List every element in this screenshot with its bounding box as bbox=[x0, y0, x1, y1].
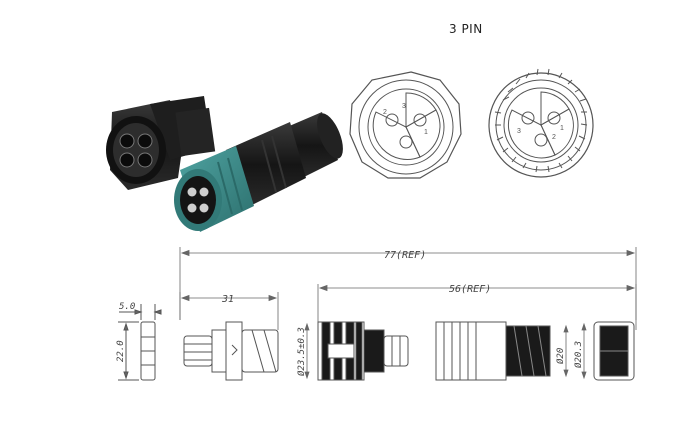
flange-nut-side-view bbox=[118, 304, 162, 381]
overall-length-label: 77(REF) bbox=[384, 250, 426, 261]
cable-diameter-dimension bbox=[581, 322, 587, 380]
socket-diameter-dimension bbox=[304, 322, 310, 380]
socket-side-view bbox=[183, 321, 279, 381]
socket-length-label: 31 bbox=[221, 294, 234, 305]
plug-side-view bbox=[317, 321, 409, 381]
socket-diameter-label: Ø23.5±0.3 bbox=[296, 327, 307, 376]
plug-diameter-label: Ø20 bbox=[555, 348, 566, 364]
cable-diameter-label: Ø20.3 bbox=[573, 341, 584, 368]
plug-body-side-view bbox=[435, 321, 635, 381]
socket-pin-number-label: 1 bbox=[424, 129, 428, 136]
socket-pin-number-label: 3 bbox=[402, 103, 406, 110]
socket-face-view bbox=[349, 71, 462, 179]
flange-height-label: 22.0 bbox=[116, 340, 126, 362]
body-length-label: 56(REF) bbox=[449, 284, 491, 295]
plug-pin-number-label: 1 bbox=[560, 125, 564, 132]
socket-pin-number-label: 2 bbox=[383, 109, 387, 116]
pin-count-title: 3 PIN bbox=[449, 22, 483, 36]
cable-plug-render bbox=[174, 112, 343, 232]
plug-diameter-dimension bbox=[563, 324, 569, 378]
panel-socket-render bbox=[106, 96, 216, 190]
plug-pin-number-label: 3 bbox=[517, 128, 521, 135]
socket-length-dimension bbox=[179, 292, 279, 330]
flange-thickness-label: 5.0 bbox=[119, 302, 135, 312]
plug-face-view bbox=[488, 68, 594, 178]
plug-pin-number-label: 2 bbox=[552, 134, 556, 141]
